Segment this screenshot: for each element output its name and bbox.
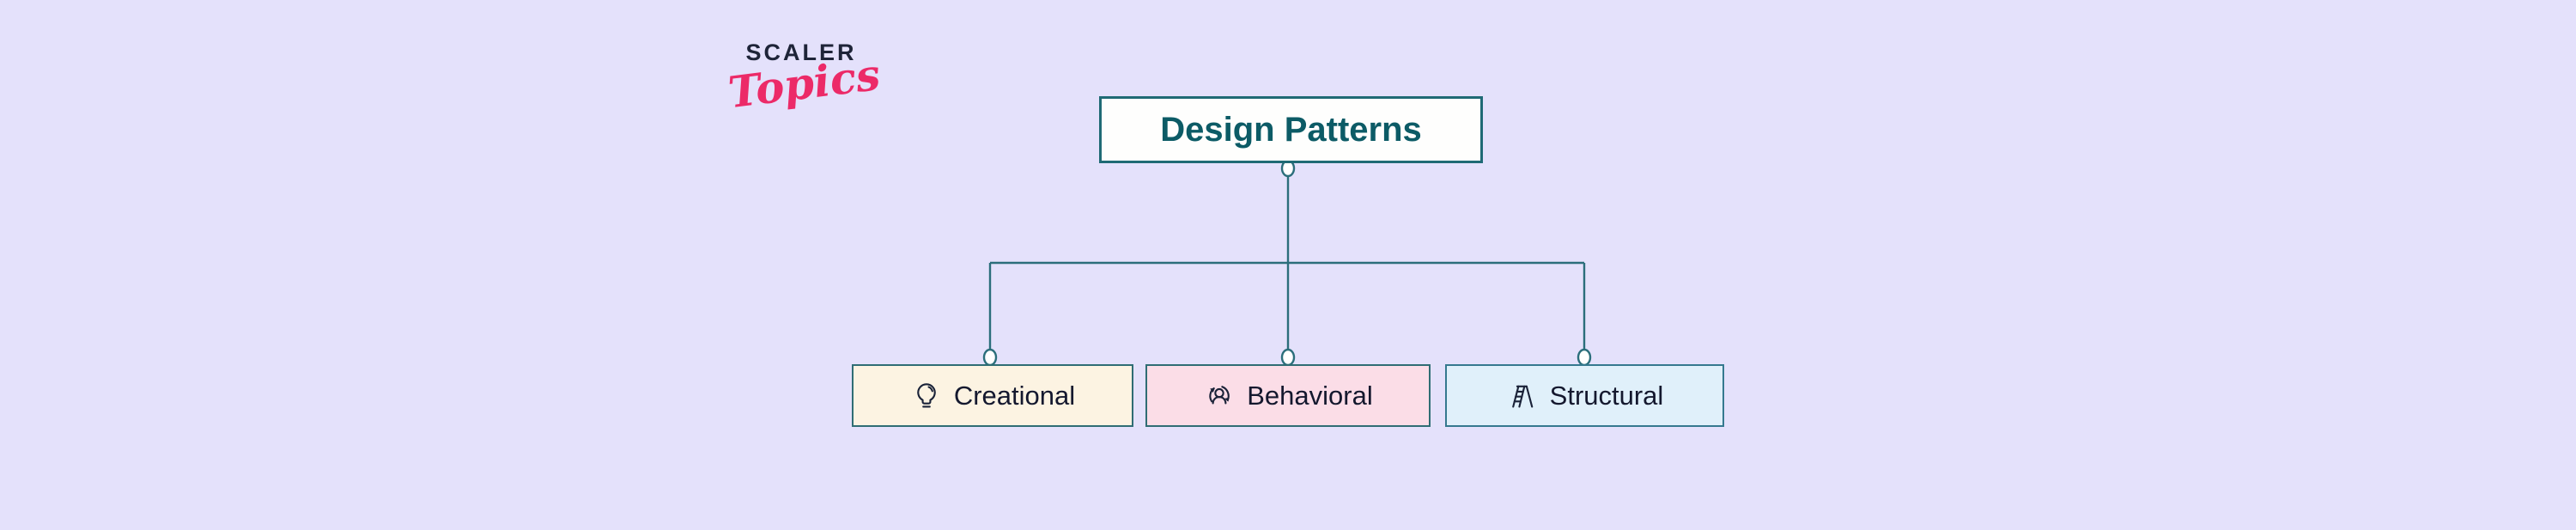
- behavioral-anchor-dot: [1280, 348, 1296, 367]
- root-node-design-patterns: Design Patterns: [1099, 96, 1483, 163]
- lightbulb-icon: [910, 380, 943, 412]
- root-node-label: Design Patterns: [1160, 110, 1422, 149]
- creational-anchor-dot: [982, 348, 998, 367]
- node-creational: Creational: [852, 364, 1133, 427]
- node-creational-label: Creational: [953, 380, 1076, 411]
- node-behavioral-label: Behavioral: [1247, 380, 1373, 411]
- user-sync-icon: [1203, 380, 1236, 412]
- scaler-topics-logo: SCALER Topics: [726, 40, 883, 118]
- ladder-icon: [1506, 380, 1539, 412]
- structural-anchor-dot: [1577, 348, 1592, 367]
- node-structural: Structural: [1445, 364, 1724, 427]
- node-structural-label: Structural: [1549, 380, 1664, 411]
- scaler-wordmark: SCALER: [745, 40, 857, 65]
- node-behavioral: Behavioral: [1145, 364, 1431, 427]
